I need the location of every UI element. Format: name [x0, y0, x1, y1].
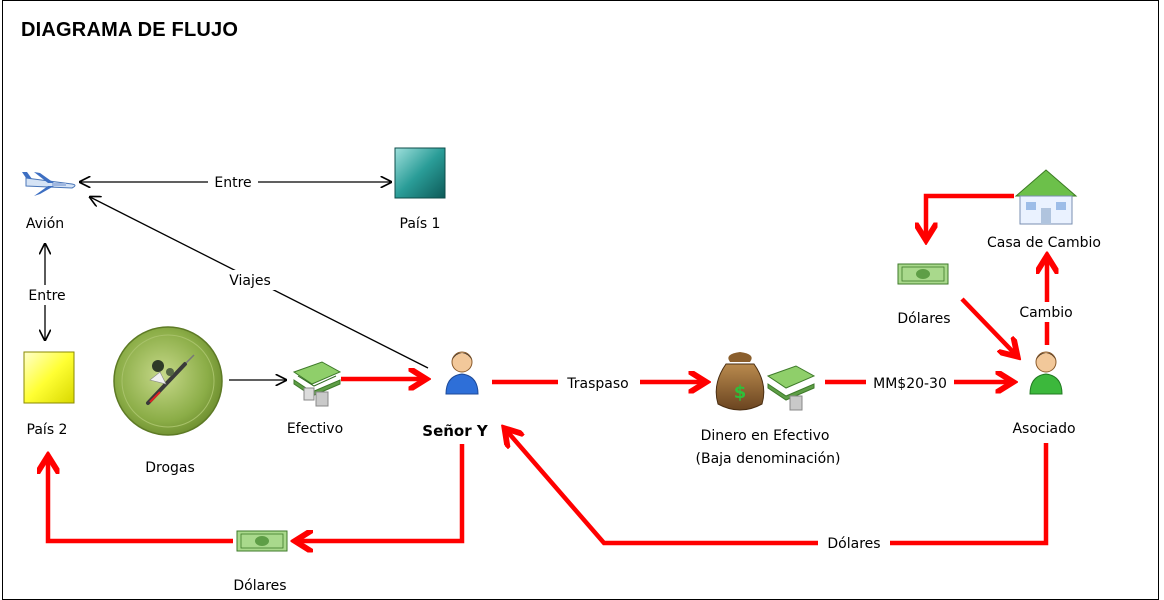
house-icon [1014, 169, 1078, 225]
node-label-drogas: Drogas [145, 460, 195, 476]
node-label-pais1: País 1 [400, 216, 441, 232]
node-label-dinero-line1: Dinero en Efectivo [701, 428, 830, 444]
node-label-pais2: País 2 [27, 422, 68, 438]
node-label-dinero-line2: (Baja denominación) [696, 451, 841, 467]
edge-asociado-senor [506, 430, 1049, 546]
edge-label-bg [222, 270, 278, 290]
edge-dolares-pais2 [48, 458, 233, 544]
person-green-icon [1029, 351, 1063, 395]
edge-label-viajes: Viajes [229, 273, 271, 289]
cash-stack-icon [766, 365, 816, 411]
airplane-icon [22, 172, 76, 196]
edge-label-cambio: Cambio [1019, 305, 1072, 321]
node-label-dolares-bottom: Dólares [233, 578, 286, 594]
edge-dolares-asociado [960, 297, 1016, 355]
edge-label-entre-left: Entre [28, 288, 65, 304]
node-label-asociado: Asociado [1012, 421, 1075, 437]
node-label-casa-cambio: Casa de Cambio [987, 235, 1101, 251]
dollar-bill-icon [897, 263, 949, 285]
money-bag-icon: $ [715, 352, 765, 411]
cash-stack-icon [292, 361, 342, 407]
edge-label-dolares-return: Dólares [827, 536, 880, 552]
node-label-dolares-top: Dólares [897, 311, 950, 327]
pais1-square-icon [394, 147, 446, 199]
node-label-avion: Avión [26, 216, 64, 232]
edge-label-mm: MM$20-30 [873, 376, 947, 392]
node-label-efectivo: Efectivo [287, 421, 343, 437]
dollar-bill-icon [236, 530, 288, 552]
edge-label-bg [818, 533, 890, 553]
diagram-title: DIAGRAMA DE FLUJO [21, 19, 239, 41]
edge-label-bg [866, 373, 954, 392]
svg-text:$: $ [734, 382, 747, 403]
edge-label-traspaso: Traspaso [566, 376, 628, 392]
edge-casa-dolares [926, 193, 1014, 238]
edge-label-entre-top: Entre [214, 175, 251, 191]
person-blue-icon [445, 351, 479, 395]
edge-label-bg [558, 373, 640, 392]
node-label-senor-y: Señor Y [422, 422, 489, 440]
edge-label-bg [1015, 302, 1077, 322]
edge-senor-dolares [297, 444, 465, 541]
pais2-square-icon [23, 351, 75, 404]
edge-label-bg [208, 172, 258, 190]
drugs-circle-icon [113, 326, 223, 436]
edge-label-bg [24, 285, 68, 305]
